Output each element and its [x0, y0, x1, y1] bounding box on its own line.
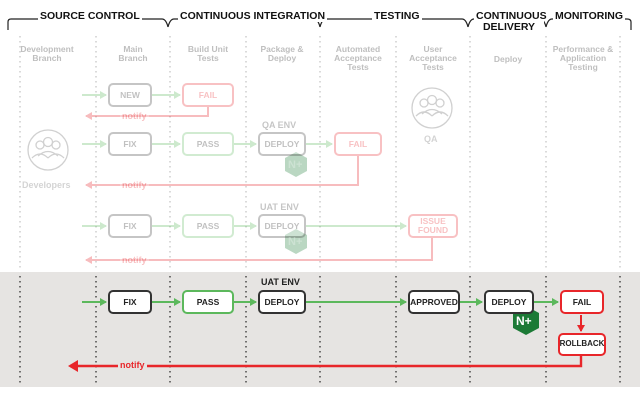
row3-uat-env-label: UAT ENV: [260, 202, 299, 212]
col-user-acceptance-tests: User Acceptance Tests: [409, 44, 457, 73]
row4-cd-deploy-box: DEPLOY: [484, 290, 534, 314]
row3-issue-found-box: ISSUE FOUND: [408, 214, 458, 238]
row3-notify: notify: [120, 255, 149, 265]
col-main-branch: Main Branch: [118, 44, 148, 64]
row4-rollback-box: ROLLBACK: [558, 333, 606, 356]
phase-cd-line1: CONTINUOUS: [476, 10, 547, 22]
column-separators-band: [19, 276, 621, 386]
row2-notify: notify: [120, 180, 149, 190]
qa-label: QA: [424, 134, 438, 144]
col-performance-testing: Performance & Application Testing: [552, 44, 614, 73]
row3-nginx-badge: N+: [288, 236, 303, 248]
row4-nginx-badge: N+: [516, 314, 532, 328]
developers-icon: [27, 129, 69, 171]
row3-found-text: FOUND: [417, 225, 449, 235]
phase-testing: TESTING: [372, 10, 422, 22]
row4-fail-box: FAIL: [560, 290, 604, 314]
row4-deploy-box: DEPLOY: [258, 290, 306, 314]
row2-deploy-box: DEPLOY: [258, 132, 306, 156]
row2-pass-box: PASS: [182, 132, 234, 156]
developers-label: Developers: [22, 180, 71, 190]
row2-fail-box: FAIL: [334, 132, 382, 156]
row3-fix-box: FIX: [108, 214, 152, 238]
qa-icon: [411, 87, 453, 129]
row2-nginx-badge: N+: [288, 159, 303, 171]
column-separators: [19, 36, 621, 268]
phase-source-control: SOURCE CONTROL: [38, 10, 142, 22]
row4-notify: notify: [118, 360, 147, 370]
row4-pass-box: PASS: [182, 290, 234, 314]
phase-monitoring: MONITORING: [553, 10, 626, 22]
row3-deploy-box: DEPLOY: [258, 214, 306, 238]
row3-pass-box: PASS: [182, 214, 234, 238]
col-automated-acceptance-tests: Automated Acceptance Tests: [334, 44, 382, 73]
row3-issue-text: ISSUE: [420, 216, 446, 227]
row2-fix-box: FIX: [108, 132, 152, 156]
col-build-unit-tests: Build Unit Tests: [187, 44, 229, 64]
faded-flow-lines: [82, 91, 433, 264]
row1-fail-box: FAIL: [182, 83, 234, 107]
row4-fix-box: FIX: [108, 290, 152, 314]
active-flow-lines: [68, 298, 585, 372]
row4-uat-env-label: UAT ENV: [261, 277, 300, 287]
phase-continuous-delivery: CONTINUOUS DELIVERY: [474, 10, 547, 34]
col-deploy: Deploy: [493, 54, 523, 64]
row4-approved-box: APPROVED: [408, 290, 460, 314]
row2-qa-env-label: QA ENV: [262, 120, 297, 130]
col-development-branch: Development Branch: [20, 44, 74, 64]
col-package-deploy: Package & Deploy: [260, 44, 304, 64]
phase-continuous-integration: CONTINUOUS INTEGRATION: [178, 10, 328, 22]
nginx-hexagon-qa: [285, 152, 307, 177]
row1-notify: notify: [120, 111, 149, 121]
phase-cd-line2: DELIVERY: [482, 21, 536, 34]
row1-new-box: NEW: [108, 83, 152, 107]
